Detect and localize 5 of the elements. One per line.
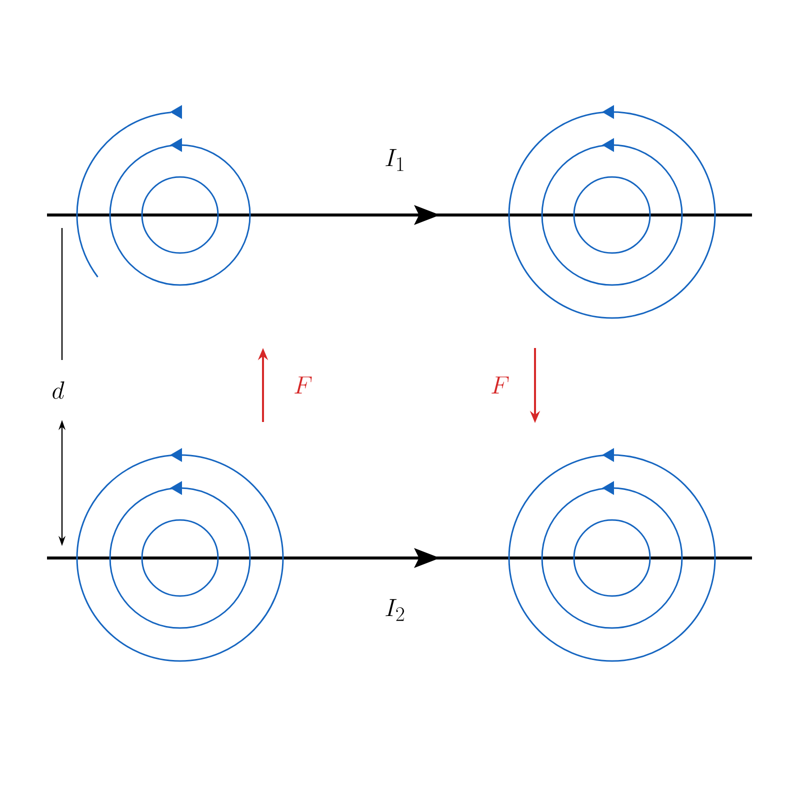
distance-label: $d$	[52, 381, 64, 399]
current-label: $I_1$	[386, 149, 404, 171]
current-label: $I_2$	[386, 599, 404, 621]
force-label: $F$	[294, 376, 312, 394]
force-label: $F$	[492, 376, 509, 394]
